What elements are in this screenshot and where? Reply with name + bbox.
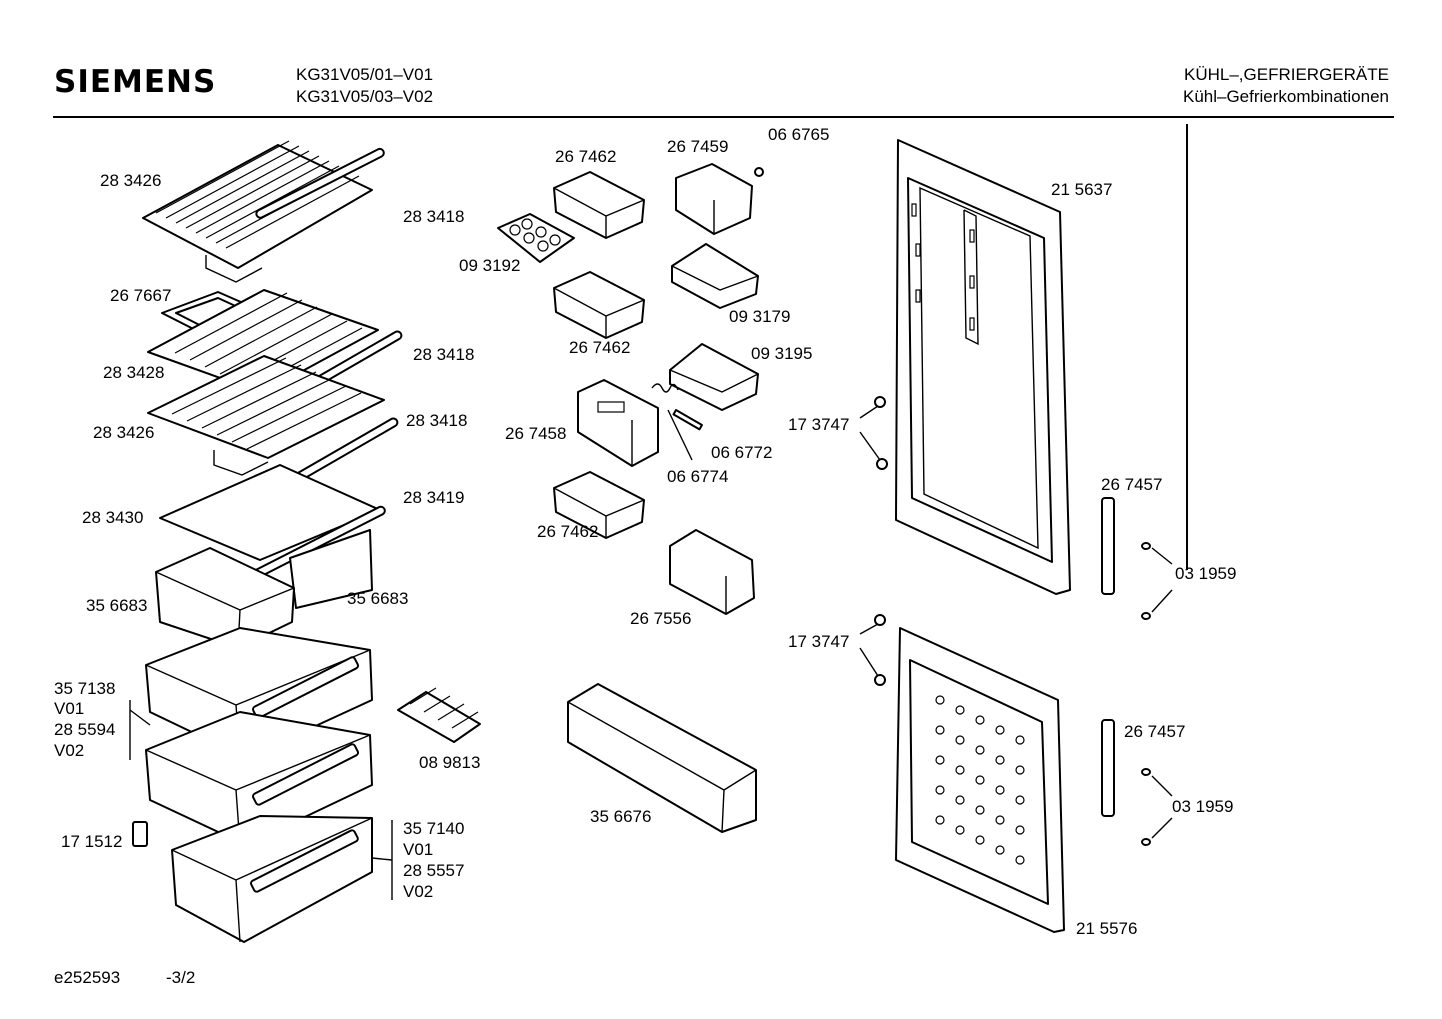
crisper-drawer-bottom: [171, 815, 373, 943]
part-label: 35 7138: [54, 679, 116, 698]
fridge-door: [895, 139, 1071, 595]
variant-label: V01: [54, 699, 85, 718]
part-label: 21 5576: [1076, 919, 1138, 938]
spring-and-pin: [651, 383, 703, 461]
part-label: 26 7457: [1124, 722, 1186, 741]
part-label: 17 1512: [61, 832, 123, 851]
clip-part: [132, 821, 148, 847]
part-label: 26 7458: [505, 424, 567, 443]
part-label: 28 3418: [406, 411, 468, 430]
part-label: 21 5637: [1051, 180, 1113, 199]
butter-compartment: [577, 379, 659, 467]
door-bin-d: [669, 343, 759, 411]
shelf-trim-1: [255, 147, 385, 219]
part-label: 26 7462: [569, 338, 631, 357]
part-label: 06 6774: [667, 467, 729, 486]
brand-logo: SIEMENS: [54, 64, 217, 100]
part-label: 17 3747: [788, 415, 850, 434]
part-label: 28 5594: [54, 720, 116, 739]
part-label: 28 3419: [403, 488, 465, 507]
screws: [859, 396, 888, 686]
crisper-drawer-middle: [145, 711, 373, 846]
part-label: 26 7556: [630, 609, 692, 628]
door-bin-e: [553, 471, 645, 539]
part-label: 09 3179: [729, 307, 791, 326]
part-label: 28 5557: [403, 861, 465, 880]
part-label: 26 7462: [555, 147, 617, 166]
door-handles: [1101, 497, 1115, 817]
part-label: 26 7457: [1101, 475, 1163, 494]
part-label: 26 7667: [110, 286, 172, 305]
part-label: 28 3418: [403, 207, 465, 226]
part-label: 28 3426: [100, 171, 162, 190]
part-label: 06 6772: [711, 443, 773, 462]
part-label: 26 7459: [667, 137, 729, 156]
part-label: 28 3418: [413, 345, 475, 364]
bottle-holder: [669, 529, 755, 615]
category-title: KÜHL–,GEFRIERGERÄTE: [1184, 65, 1389, 84]
ice-cube-tray: [397, 687, 481, 743]
vertical-divider: [1186, 124, 1188, 570]
part-label: 03 1959: [1175, 564, 1237, 583]
part-label: 09 3195: [751, 344, 813, 363]
part-label: 26 7462: [537, 522, 599, 541]
variant-label: V01: [403, 840, 434, 859]
part-label: 17 3747: [788, 632, 850, 651]
part-label: 35 6676: [590, 807, 652, 826]
model-number-1: KG31V05/01–V01: [296, 65, 434, 84]
variant-label: V02: [403, 882, 434, 901]
part-label: 08 9813: [419, 753, 481, 772]
small-drawer-left: [155, 547, 295, 649]
screw-small: [754, 167, 764, 177]
part-label: 28 3428: [103, 363, 165, 382]
wire-shelf-lower: [147, 355, 385, 476]
part-label: 35 6683: [86, 596, 148, 615]
door-bin-b: [671, 243, 759, 309]
wire-shelf-top: [142, 140, 373, 283]
part-label: 35 7140: [403, 819, 465, 838]
door-bin-a: [553, 171, 645, 239]
egg-tray: [497, 213, 575, 263]
page-number: -3/2: [166, 968, 196, 987]
diagram-id: e252593: [54, 968, 121, 987]
header-divider: [53, 116, 1394, 118]
variant-label: V02: [54, 741, 85, 760]
door-bin-cover: [675, 163, 753, 235]
part-label: 03 1959: [1172, 797, 1234, 816]
freezer-door: [895, 627, 1065, 933]
part-label: 35 6683: [347, 589, 409, 608]
category-subtitle: Kühl–Gefrierkombinationen: [1182, 87, 1389, 106]
bottle-balcony: [567, 683, 757, 833]
bracket-lines: [129, 700, 393, 900]
part-label: 28 3426: [93, 423, 155, 442]
door-bin-c: [553, 271, 645, 339]
part-label: 06 6765: [768, 125, 830, 144]
part-label: 28 3430: [82, 508, 144, 527]
part-label: 09 3192: [459, 256, 521, 275]
hinge-caps: [1141, 542, 1173, 846]
model-number-2: KG31V05/03–V02: [296, 87, 434, 106]
